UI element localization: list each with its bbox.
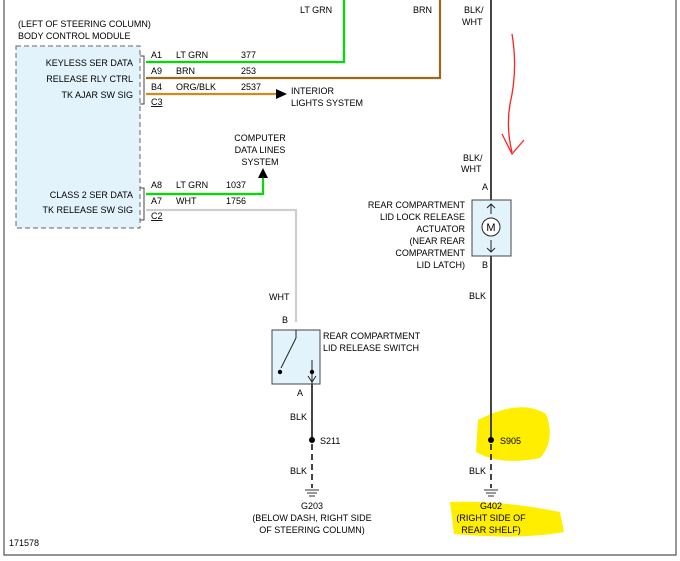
bcm-title-line2: BODY CONTROL MODULE — [18, 31, 131, 41]
actuator-label-line3: ACTUATOR — [416, 224, 465, 234]
pin-c3: C3 — [151, 97, 163, 107]
top-label-blk-wht-2: WHT — [462, 17, 483, 27]
splice-s905-dot — [488, 437, 494, 443]
actuator-label-line1: REAR COMPARTMENT — [368, 200, 466, 210]
actuator-label-line4: (NEAR REAR — [409, 236, 465, 246]
motor-symbol: M — [486, 222, 495, 234]
circuit-a7: 1756 — [226, 196, 246, 206]
splice-s905-label: S905 — [500, 436, 521, 446]
pin-b4: B4 — [151, 82, 162, 92]
wire-color-a1: LT GRN — [176, 50, 208, 60]
bcm-label-tk-ajar: TK AJAR SW SIG — [61, 90, 133, 100]
motor-icon — [481, 217, 501, 237]
figure-number: 171578 — [9, 538, 39, 548]
actuator-wire-bottom: BLK — [469, 291, 486, 301]
ground-g203-line1: (BELOW DASH, RIGHT SIDE — [252, 513, 371, 523]
bcm-label-keyless: KEYLESS SER DATA — [46, 58, 133, 68]
switch-pin-a: A — [297, 388, 303, 398]
wire-color-a9: BRN — [176, 66, 195, 76]
switch-pin-b: B — [282, 315, 288, 325]
pin-a9: A9 — [151, 66, 162, 76]
pin-a7: A7 — [151, 196, 162, 206]
ground-g203-name: G203 — [301, 501, 323, 511]
page-frame — [3, 0, 677, 556]
actuator-wire-top-2: WHT — [461, 164, 482, 174]
ground-g402-name: G402 — [480, 501, 502, 511]
annotation-arrow-head — [501, 133, 525, 156]
bcm-title-line1: (LEFT OF STEERING COLUMN) — [18, 19, 151, 29]
wire-color-a7: WHT — [176, 196, 197, 206]
actuator-pin-a: A — [482, 182, 488, 192]
computer-data-line1: COMPUTER — [234, 133, 286, 143]
circuit-a9: 253 — [241, 66, 256, 76]
top-label-blk-wht-1: BLK/ — [464, 5, 484, 15]
bcm-label-release-rly: RELEASE RLY CTRL — [46, 74, 133, 84]
actuator-pin-b: B — [482, 260, 488, 270]
ground-right-wire: BLK — [469, 466, 486, 476]
pin-a8: A8 — [151, 180, 162, 190]
body-control-module-box — [15, 45, 141, 229]
switch-contact-right — [309, 369, 315, 375]
highlight-g402 — [450, 501, 564, 537]
highlight-s905 — [476, 407, 550, 461]
ground-g203-line2: OF STEERING COLUMN) — [259, 525, 365, 535]
actuator-wire-top-1: BLK/ — [463, 153, 483, 163]
actuator-label-line2: LID LOCK RELEASE — [380, 212, 465, 222]
switch-wire-bottom: BLK — [290, 412, 307, 422]
wire-color-b4: ORG/BLK — [176, 82, 216, 92]
switch-label-line2: LID RELEASE SWITCH — [323, 343, 419, 353]
circuit-b4: 2537 — [241, 82, 261, 92]
wire-lt-grn-1037 — [146, 178, 265, 196]
switch-contact-left — [277, 369, 283, 375]
pin-a1: A1 — [151, 50, 162, 60]
interior-lights-line2: LIGHTS SYSTEM — [291, 98, 363, 108]
wire-wht-1756 — [146, 208, 298, 322]
ground-left-wire: BLK — [290, 466, 307, 476]
top-label-lt-grn: LT GRN — [300, 5, 332, 15]
splice-s211-label: S211 — [320, 436, 340, 446]
ground-g203-icon — [305, 489, 319, 497]
arrow-computer-data — [258, 168, 268, 178]
interior-lights-line1: INTERIOR — [291, 86, 335, 96]
annotation-arrow — [507, 33, 516, 153]
wire-color-a8: LT GRN — [176, 180, 208, 190]
circuit-a8: 1037 — [226, 180, 246, 190]
arrow-interior-lights — [276, 89, 287, 99]
bcm-label-class2: CLASS 2 SER DATA — [50, 190, 133, 200]
bcm-pin-ticks — [140, 55, 145, 221]
wire-brn-253 — [146, 0, 442, 80]
computer-data-line2: DATA LINES — [235, 145, 286, 155]
wire-lt-grn-377 — [146, 0, 346, 64]
actuator-label-line5: COMPARTMENT — [395, 248, 465, 258]
actuator-internal-lead — [486, 203, 496, 253]
ground-g402-line2: REAR SHELF) — [461, 525, 521, 535]
bcm-label-tk-release: TK RELEASE SW SIG — [42, 205, 133, 215]
switch-wire-top: WHT — [269, 292, 290, 302]
circuit-a1: 377 — [241, 50, 256, 60]
top-label-brn: BRN — [413, 5, 432, 15]
pin-c2: C2 — [151, 211, 163, 221]
ground-g402-line1: (RIGHT SIDE OF — [456, 513, 526, 523]
computer-data-line3: SYSTEM — [241, 157, 278, 167]
splice-s211-dot — [309, 437, 315, 443]
actuator-label-line6: LID LATCH) — [417, 260, 465, 270]
ground-g402-icon — [484, 489, 498, 497]
switch-label-line1: REAR COMPARTMENT — [323, 331, 421, 341]
